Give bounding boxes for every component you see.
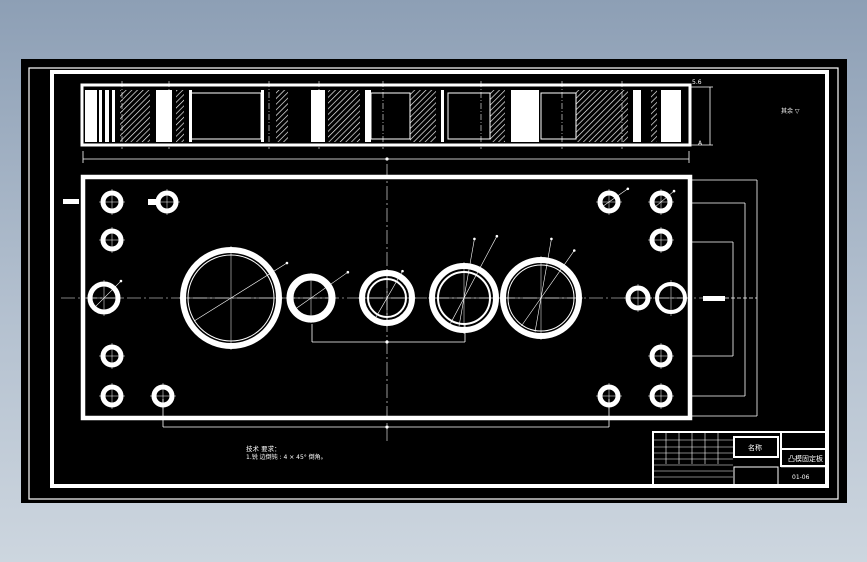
mounting-hole bbox=[648, 343, 674, 369]
title-part-title: 凸模固定板 bbox=[788, 454, 823, 463]
tech-req-heading: 技术 要求： bbox=[246, 444, 281, 453]
section-block bbox=[490, 90, 505, 142]
title-drawing-number: 01-06 bbox=[792, 474, 810, 481]
leader-line bbox=[295, 271, 349, 310]
section-block bbox=[156, 90, 172, 142]
section-block bbox=[311, 90, 325, 142]
section-block bbox=[365, 90, 371, 142]
leader-line bbox=[458, 238, 475, 327]
guide-pin-hole bbox=[624, 284, 652, 312]
bottom-dimension-lines bbox=[162, 324, 610, 428]
section-void bbox=[447, 92, 491, 140]
section-block bbox=[99, 90, 102, 142]
section-block bbox=[261, 90, 264, 142]
section-view: 5.6 A bbox=[80, 79, 713, 163]
leader-line bbox=[94, 280, 122, 308]
section-block bbox=[120, 90, 150, 142]
leader-line bbox=[521, 250, 575, 327]
plate-outline bbox=[80, 174, 693, 421]
mounting-hole bbox=[99, 227, 125, 253]
leader-line bbox=[654, 190, 675, 208]
guide-pin-hole bbox=[653, 280, 689, 316]
section-block bbox=[576, 90, 628, 142]
svg-text:A: A bbox=[698, 140, 703, 147]
mounting-hole bbox=[99, 189, 125, 215]
section-block bbox=[633, 90, 641, 142]
title-part-name-cell bbox=[733, 436, 779, 458]
plan-view bbox=[61, 164, 758, 441]
mounting-hole bbox=[648, 227, 674, 253]
mounting-hole bbox=[99, 383, 125, 409]
tech-req-line1: 1.锐 边倒钝 : 4 × 45° 倒角。 bbox=[246, 453, 327, 461]
leader-line bbox=[534, 238, 552, 332]
title-block: 名称 凸模固定板 01-06 bbox=[652, 431, 828, 487]
mounting-hole bbox=[154, 189, 180, 215]
section-block bbox=[441, 90, 444, 142]
mounting-hole bbox=[99, 343, 125, 369]
leader-line bbox=[375, 271, 403, 318]
section-block bbox=[511, 90, 539, 142]
section-block bbox=[661, 90, 681, 142]
leader-line bbox=[194, 262, 288, 322]
mounting-hole bbox=[648, 383, 674, 409]
outer-frame bbox=[28, 67, 839, 500]
inner-frame bbox=[50, 70, 829, 488]
section-block bbox=[105, 90, 109, 142]
title-part-name: 名称 bbox=[748, 443, 762, 452]
mold-plate-drawing: 5.6 A bbox=[28, 67, 839, 500]
section-block bbox=[276, 90, 288, 142]
leader-line bbox=[450, 236, 498, 324]
section-block bbox=[85, 90, 97, 142]
section-block bbox=[112, 90, 115, 142]
section-outline bbox=[80, 83, 692, 147]
section-block bbox=[651, 90, 657, 142]
leader-line bbox=[602, 188, 629, 207]
svg-text:5.6: 5.6 bbox=[692, 79, 702, 86]
section-void bbox=[370, 92, 411, 140]
section-block bbox=[328, 90, 360, 142]
section-void bbox=[190, 92, 262, 140]
section-block bbox=[410, 90, 436, 142]
surface-finish-note: 其余 ▽ bbox=[781, 107, 800, 115]
cad-viewport[interactable]: 5.6 A bbox=[21, 59, 847, 503]
section-void bbox=[540, 92, 577, 140]
section-block bbox=[176, 90, 184, 142]
